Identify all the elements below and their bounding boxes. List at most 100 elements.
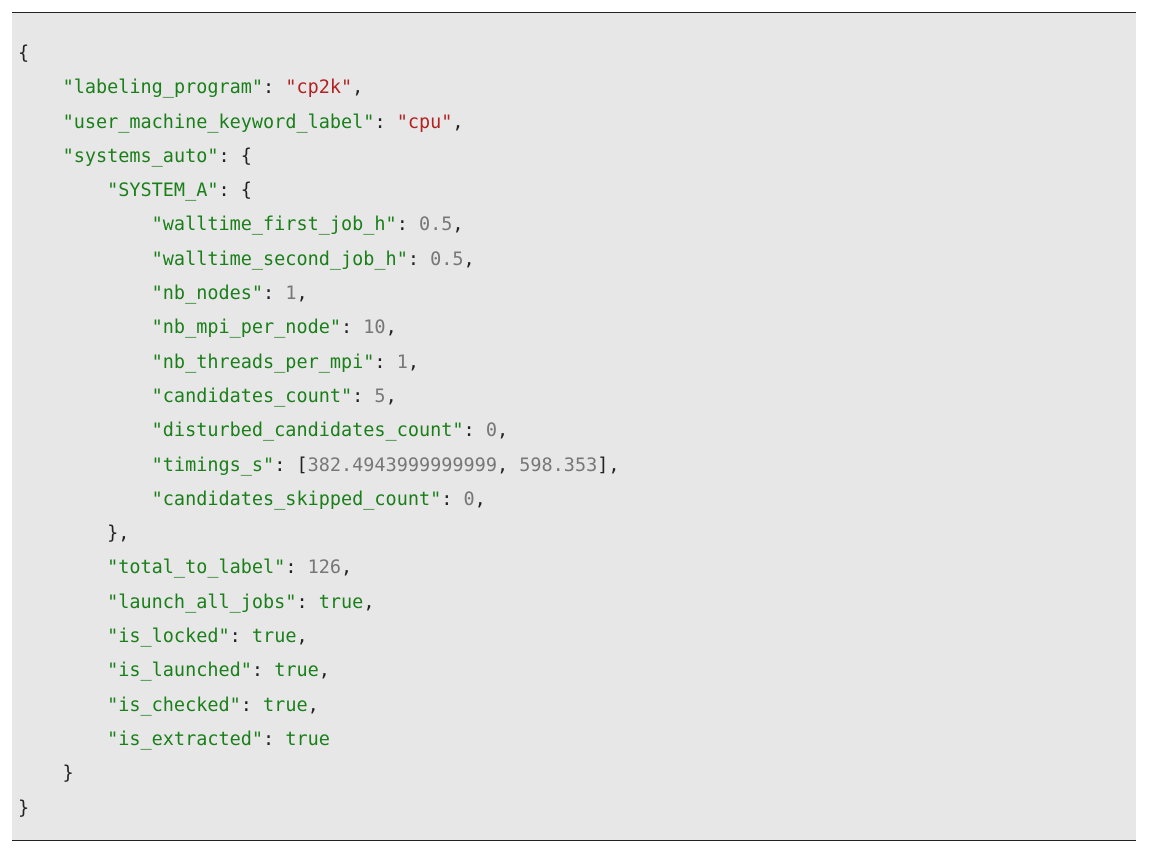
code-token-num: 10 — [363, 317, 386, 339]
code-line: "is_launched": true, — [18, 654, 1136, 688]
code-token-key: "candidates_skipped_count" — [151, 488, 442, 510]
code-line: { — [18, 37, 1136, 71]
code-token-punc: : — [263, 283, 286, 305]
code-token-punc: ], — [597, 454, 620, 476]
code-token-punc: : — [441, 488, 464, 510]
code-token-str: "cpu" — [396, 111, 453, 133]
code-block: { "labeling_program": "cp2k", "user_mach… — [12, 12, 1136, 841]
code-token-punc: , — [496, 454, 520, 476]
code-token-punc — [18, 660, 107, 681]
code-token-punc: , — [307, 694, 319, 716]
code-token-punc: } — [18, 797, 30, 819]
code-token-num: 1 — [396, 351, 408, 373]
code-token-punc — [18, 146, 63, 167]
code-token-key: "systems_auto" — [62, 145, 219, 167]
code-line: "nb_threads_per_mpi": 1, — [18, 346, 1136, 380]
code-token-key: "nb_nodes" — [151, 283, 264, 305]
code-token-punc — [18, 489, 152, 510]
code-token-num: 0 — [463, 488, 475, 510]
code-token-punc: : [ — [274, 454, 308, 476]
code-line: "is_locked": true, — [18, 620, 1136, 654]
code-token-punc: }, — [18, 523, 130, 545]
code-token-key: "is_checked" — [107, 694, 241, 716]
code-token-punc — [18, 283, 152, 304]
code-line: "systems_auto": { — [18, 140, 1136, 174]
code-line: "disturbed_candidates_count": 0, — [18, 414, 1136, 448]
code-token-punc: , — [407, 351, 419, 373]
code-token-punc: : — [341, 317, 364, 339]
code-token-key: "walltime_second_job_h" — [151, 248, 408, 270]
code-token-key: "candidates_count" — [151, 385, 353, 407]
code-token-key: "SYSTEM_A" — [107, 180, 219, 202]
code-token-key: "timings_s" — [151, 454, 275, 476]
code-token-punc: : — [463, 420, 486, 442]
code-lines: { "labeling_program": "cp2k", "user_mach… — [18, 37, 1136, 826]
code-token-punc — [18, 180, 107, 201]
code-token-punc: , — [496, 420, 509, 442]
code-token-punc — [18, 77, 63, 98]
code-line: "nb_nodes": 1, — [18, 277, 1136, 311]
code-token-punc: : — [251, 660, 275, 682]
code-token-num: 5 — [374, 385, 386, 407]
code-token-punc: : — [407, 248, 431, 270]
code-token-punc: { — [18, 43, 30, 64]
code-token-punc: : — [240, 694, 264, 716]
code-token-punc: , — [296, 283, 308, 305]
code-token-key: "nb_mpi_per_node" — [151, 317, 342, 339]
code-token-punc: : { — [218, 145, 252, 167]
code-token-punc — [18, 352, 152, 373]
code-token-key: "disturbed_candidates_count" — [151, 420, 464, 442]
code-line: "total_to_label": 126, — [18, 551, 1136, 585]
code-token-punc — [18, 420, 152, 441]
code-line: "labeling_program": "cp2k", — [18, 71, 1136, 105]
code-token-punc: , — [341, 557, 353, 579]
code-token-key: "nb_threads_per_mpi" — [151, 351, 375, 373]
code-token-punc: : — [263, 77, 286, 99]
code-token-bool: true — [263, 694, 308, 716]
code-line: "timings_s": [382.4943999999999, 598.353… — [18, 449, 1136, 483]
code-line: "candidates_skipped_count": 0, — [18, 483, 1136, 517]
code-token-bool: true — [251, 626, 297, 648]
code-token-punc: : — [352, 385, 375, 407]
code-line: "launch_all_jobs": true, — [18, 586, 1136, 620]
code-token-num: 0.5 — [418, 214, 453, 236]
code-token-key: "user_machine_keyword_label" — [62, 111, 375, 133]
code-token-punc: , — [452, 111, 464, 133]
code-line: "user_machine_keyword_label": "cpu", — [18, 106, 1136, 140]
code-token-punc: : { — [218, 180, 252, 202]
code-token-punc: , — [474, 488, 486, 510]
code-token-punc — [18, 249, 152, 270]
code-token-str: "cp2k" — [285, 77, 353, 99]
code-token-bool: true — [318, 591, 364, 613]
code-line: "walltime_second_job_h": 0.5, — [18, 243, 1136, 277]
code-token-punc — [18, 455, 152, 476]
code-token-punc — [18, 626, 107, 647]
code-token-num: 1 — [285, 283, 297, 305]
code-token-punc — [18, 557, 107, 578]
code-line: "nb_mpi_per_node": 10, — [18, 311, 1136, 345]
code-line: } — [18, 792, 1136, 826]
code-token-punc — [18, 386, 152, 407]
code-token-punc — [18, 729, 107, 750]
code-token-punc: : — [296, 591, 319, 613]
code-line: "SYSTEM_A": { — [18, 174, 1136, 208]
code-token-bool: true — [274, 660, 319, 682]
code-line: }, — [18, 517, 1136, 551]
code-token-num: 0 — [485, 420, 497, 442]
code-token-punc: , — [296, 626, 308, 648]
code-token-key: "is_locked" — [107, 626, 230, 648]
code-token-key: "total_to_label" — [107, 557, 286, 579]
code-token-punc: , — [352, 77, 364, 99]
code-token-punc: : — [229, 626, 252, 648]
code-token-num: 382.4943999999999 — [307, 454, 497, 476]
code-token-punc — [18, 112, 63, 133]
code-token-num: 598.353 — [519, 454, 598, 476]
code-token-punc: : — [374, 111, 397, 133]
code-token-punc: , — [318, 660, 330, 682]
code-token-key: "is_extracted" — [107, 728, 264, 750]
code-token-punc: : — [285, 557, 308, 579]
code-token-num: 126 — [307, 557, 342, 579]
code-token-punc: , — [363, 591, 375, 613]
code-token-punc — [18, 695, 107, 716]
code-token-punc: : — [374, 351, 397, 373]
